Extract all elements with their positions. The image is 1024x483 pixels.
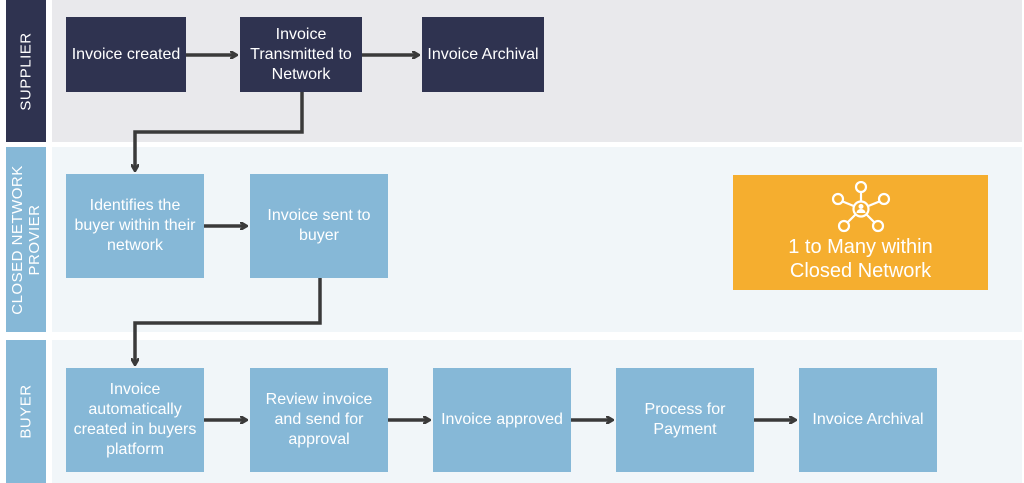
- lane-label-text: BUYER: [17, 384, 35, 439]
- step-process-for-payment: Process for Payment: [616, 368, 754, 472]
- step-invoice-approved: Invoice approved: [433, 368, 571, 472]
- step-invoice-transmitted: Invoice Transmitted to Network: [240, 17, 362, 92]
- step-supplier-invoice-archival: Invoice Archival: [422, 17, 544, 92]
- step-review-invoice: Review invoice and send for approval: [250, 368, 388, 472]
- step-buyer-invoice-archival: Invoice Archival: [799, 368, 937, 472]
- lane-label-text: SUPPLIER: [17, 31, 35, 111]
- step-identifies-buyer: Identifies the buyer within their networ…: [66, 174, 204, 278]
- callout-one-to-many: 1 to Many within Closed Network: [733, 175, 988, 290]
- network-hub-icon: [831, 181, 891, 233]
- step-invoice-auto-created: Invoice automatically created in buyers …: [66, 368, 204, 472]
- step-invoice-created: Invoice created: [66, 17, 186, 92]
- step-invoice-sent-to-buyer: Invoice sent to buyer: [250, 174, 388, 278]
- callout-text: 1 to Many within Closed Network: [788, 236, 933, 282]
- lane-label-supplier: SUPPLIER: [6, 0, 46, 142]
- lane-label-line1: CLOSED NETWORK: [9, 164, 27, 315]
- lane-label-buyer: BUYER: [6, 340, 46, 483]
- lane-label-line2: PROVIER: [26, 203, 44, 276]
